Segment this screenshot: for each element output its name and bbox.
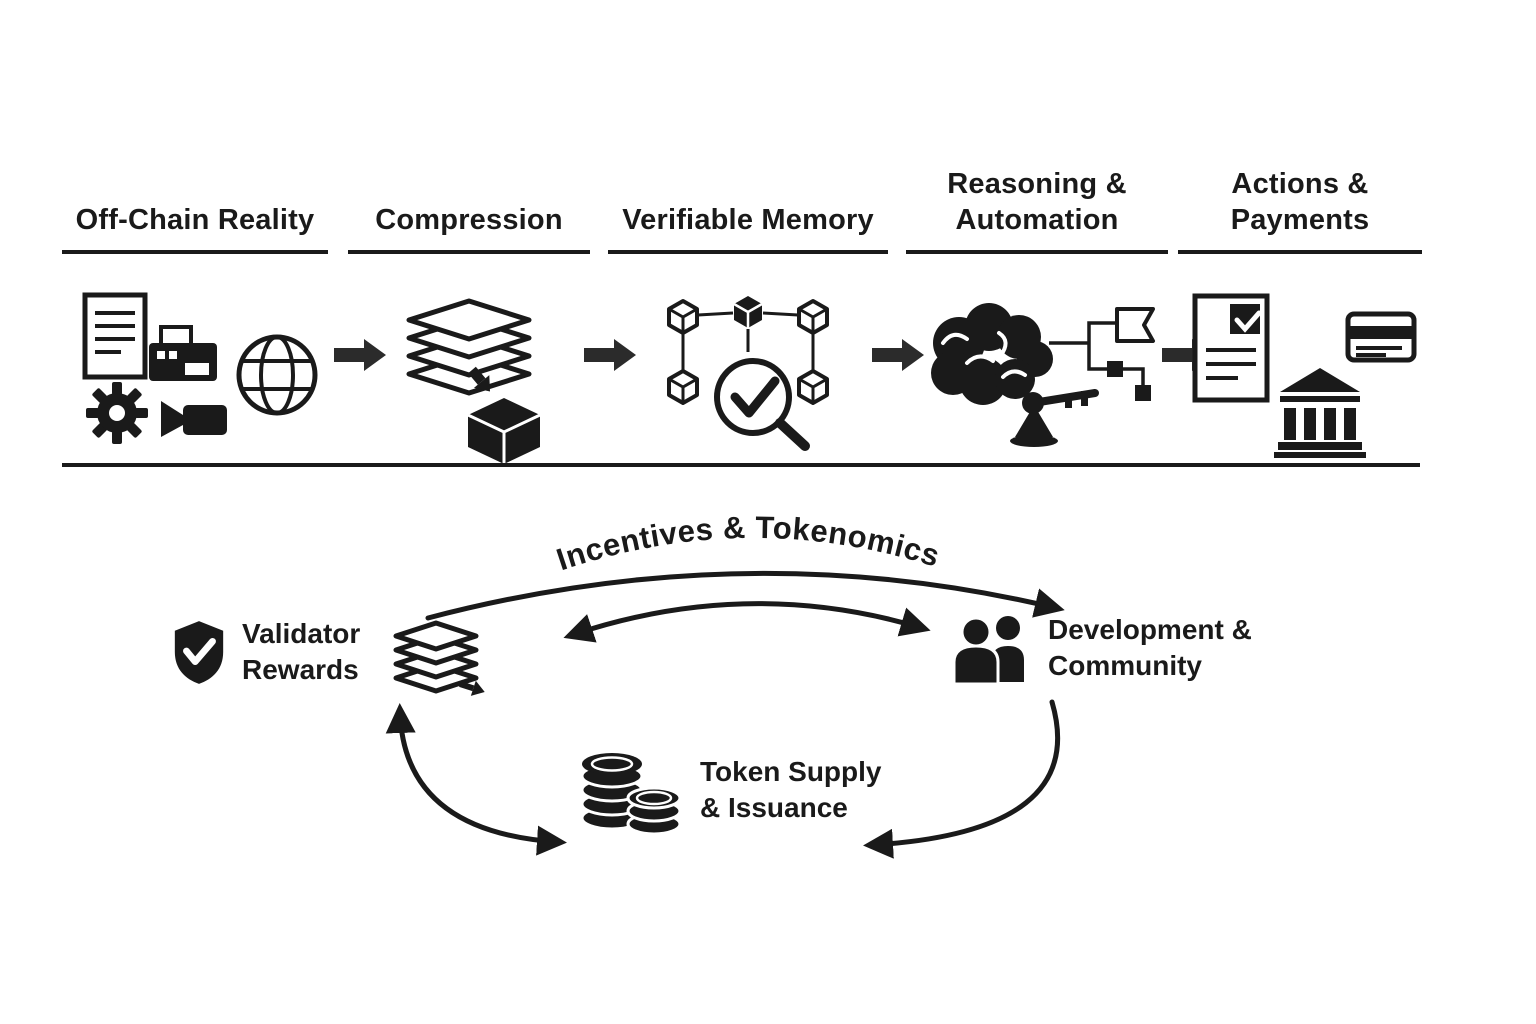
credit-card-icon: [1345, 311, 1417, 363]
off-chain-reality-icons: [82, 292, 318, 444]
validator-rewards-label: Validator Rewards: [242, 618, 361, 685]
actions-payments-icons: [1192, 293, 1417, 458]
people-icon: [952, 616, 1024, 684]
circuit-flow-icon: [1049, 307, 1155, 401]
arc-inner-double: [563, 601, 931, 643]
development-community-label: Development & Community: [1048, 614, 1252, 681]
flow-arrow-icon: [584, 337, 636, 373]
stage-compression: Compression: [348, 150, 590, 480]
arc-left-double: [385, 703, 567, 856]
coin-stacks-icon: [580, 753, 682, 836]
bank-icon: [1274, 368, 1366, 458]
stage-verifiable-memory: Verifiable Memory: [608, 150, 888, 480]
stage-underline: [608, 250, 888, 254]
flow-arrow-icon: [334, 337, 386, 373]
shield-check-icon: [174, 620, 224, 684]
stage-title: Compression: [375, 203, 563, 236]
stage-off-chain-reality: Off-Chain Reality: [62, 150, 328, 480]
printer-icon: [149, 324, 217, 381]
checklist-document-icon: [1192, 293, 1270, 403]
compression-icons: [406, 298, 541, 464]
verifiable-memory-icons: [667, 295, 829, 451]
stage-title: Reasoning & Automation: [947, 168, 1127, 236]
stage-underline: [62, 250, 328, 254]
video-camera-icon: [161, 400, 227, 437]
stage-actions-payments: Actions & Payments: [1178, 150, 1422, 480]
cycle-title: Incentives & Tokenomics: [552, 510, 944, 577]
reasoning-automation-icons: [931, 303, 1155, 447]
stage-title: Off-Chain Reality: [75, 203, 315, 236]
gear-icon: [86, 381, 148, 444]
arc-right-down: [863, 699, 1061, 859]
token-supply-node: Token Supply & Issuance: [574, 740, 882, 840]
validator-rewards-node: Validator Rewards: [170, 616, 360, 688]
linked-cubes-icon: [667, 295, 829, 405]
cycle-arrows: Incentives & Tokenomics: [385, 510, 1065, 859]
stage-title: Actions & Payments: [1230, 168, 1370, 236]
compress-arrow-icon: [468, 366, 490, 392]
robotic-key-icon: [1010, 389, 1099, 447]
flow-arrow-icon: [872, 337, 924, 373]
stage-reasoning-automation: Reasoning & Automation: [906, 150, 1168, 480]
stage-underline: [348, 250, 590, 254]
magnifier-check-icon: [714, 357, 810, 451]
arc-top-outer: [425, 570, 1065, 621]
stage-title: Verifiable Memory: [622, 203, 874, 236]
globe-icon: [236, 334, 318, 415]
out-arrow-icon: [459, 680, 485, 696]
pipeline-baseline: [62, 463, 1420, 467]
stage-underline: [1178, 250, 1422, 254]
layer-stack-icon: [406, 298, 532, 396]
stage-underline: [906, 250, 1168, 254]
storage-box-icon: [467, 398, 541, 464]
document-icon: [82, 292, 148, 379]
layer-stack-icon: [393, 620, 485, 696]
development-community-node: Development & Community: [950, 612, 1252, 684]
ledger-stack: [384, 608, 499, 708]
brain-icon: [931, 303, 1053, 405]
token-supply-label: Token Supply & Issuance: [700, 756, 882, 823]
